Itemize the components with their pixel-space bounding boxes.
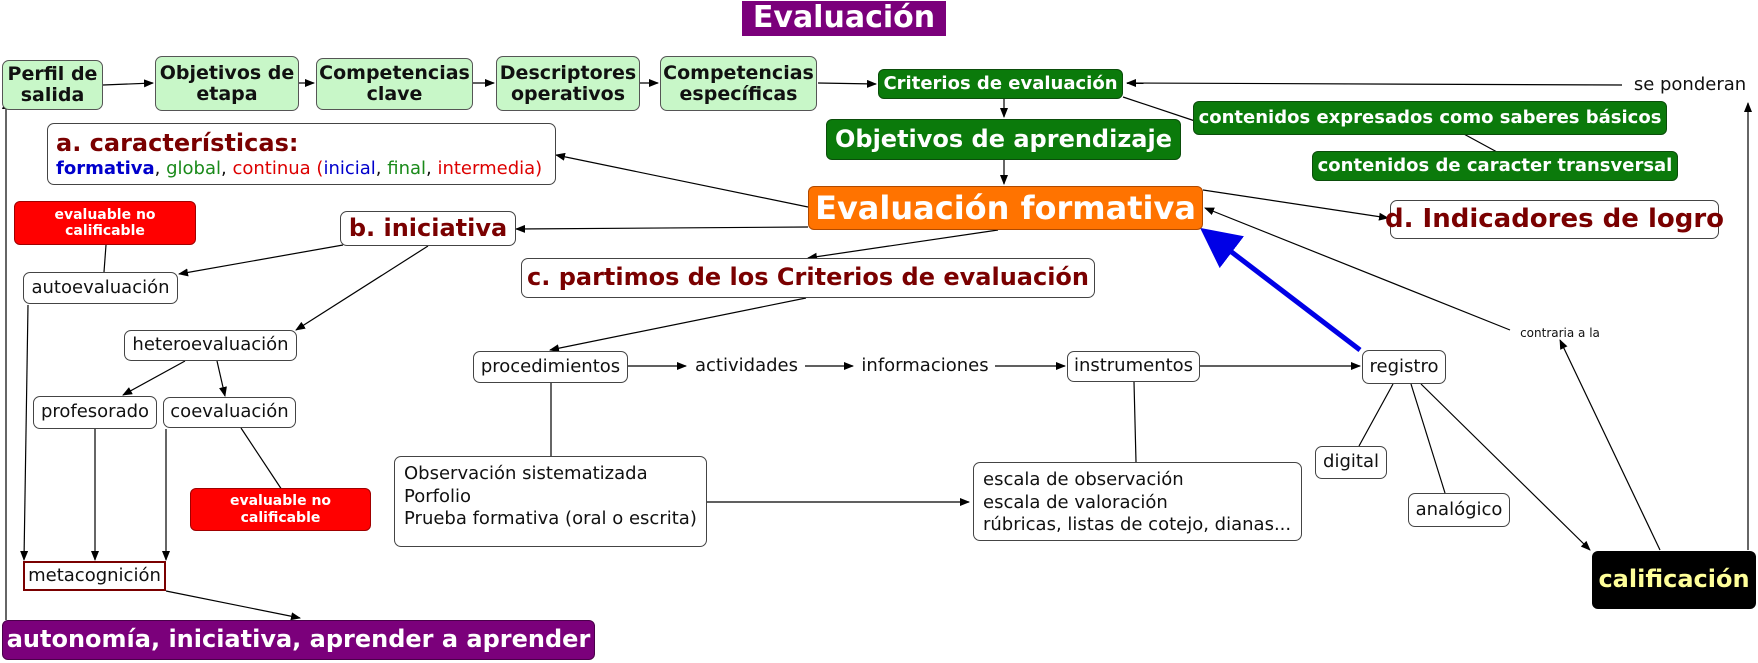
edge-metacognicion-autonomia	[165, 590, 301, 621]
instrumento-item: escala de valoración	[983, 491, 1168, 513]
contraria-a-la-label: contraria a la	[1520, 326, 1600, 341]
edge-iniciativa-heteroevaluacion	[295, 245, 429, 331]
edge-evaluable1-autoevaluacion	[103, 244, 107, 273]
evaluable-no-calificable-1: evaluable no calificable	[14, 201, 196, 245]
instrumentos-node: instrumentos	[1067, 351, 1200, 382]
page-title: Evaluación	[742, 1, 946, 36]
descriptores-operativos-node: Descriptores operativos	[496, 56, 640, 111]
edge-registro-evaluacion-blue	[1200, 227, 1362, 352]
instrumentos-lista-node: escala de observación escala de valoraci…	[973, 462, 1302, 541]
se-ponderan-label: se ponderan	[1633, 73, 1747, 95]
iniciativa-node: b. iniciativa	[340, 211, 516, 246]
edge-registro-calificacion	[1420, 383, 1591, 551]
actividades-label: actividades	[695, 354, 798, 376]
edge-iniciativa-autoevaluacion	[178, 244, 344, 277]
edge-contraria-evaluacion	[1204, 207, 1511, 331]
caract-formativa: formativa	[56, 158, 155, 179]
procedimientos-node: procedimientos	[473, 351, 628, 383]
edge-seponderan-criterios	[1126, 79, 1623, 88]
metacognicion-node: metacognición	[23, 561, 166, 591]
profesorado-node: profesorado	[33, 396, 157, 429]
instrumento-item: escala de observación	[983, 469, 1184, 490]
edge-evaluacion-indicadores	[1202, 189, 1389, 221]
edge-evaluacion-partimos	[807, 229, 999, 261]
procedimiento-item: Porfolio	[404, 485, 471, 507]
edge-registro-analogico	[1410, 383, 1446, 494]
heteroevaluacion-node: heteroevaluación	[124, 330, 297, 361]
analogico-node: analógico	[1408, 493, 1510, 527]
caracteristicas-list: formativa, global, continua (inicial, fi…	[56, 158, 543, 179]
caract-inicial: inicial	[323, 158, 376, 179]
perfil-de-salida-node: Perfil de salida	[2, 60, 103, 110]
objetivos-de-aprendizaje-node: Objetivos de aprendizaje	[826, 119, 1181, 160]
evaluable-no-calificable-2: evaluable no calificable	[190, 488, 371, 531]
edge-coevaluacion-evaluable2	[240, 427, 283, 491]
registro-node: registro	[1362, 350, 1446, 384]
procedimientos-lista-node: Observación sistematizada Porfolio Prueb…	[394, 456, 707, 547]
coevaluacion-node: coevaluación	[163, 397, 296, 428]
competencias-especificas-node: Competencias específicas	[660, 56, 817, 111]
edge-partimos-procedimientos	[549, 297, 807, 353]
edge-hetero-coevaluacion	[216, 360, 227, 397]
caract-intermedia: intermedia	[437, 158, 536, 179]
indicadores-de-logro-node: d. Indicadores de logro	[1385, 200, 1724, 239]
caract-final: final	[387, 158, 427, 179]
autoevaluacion-node: autoevaluación	[23, 272, 178, 304]
procedimiento-item: Observación sistematizada	[404, 463, 648, 484]
edge-instrumentos-lista	[1133, 381, 1137, 463]
edge-criterios-contenidos	[1122, 96, 1199, 123]
edge-hetero-profesorado	[122, 360, 186, 396]
objetivos-de-etapa-node: Objetivos de etapa	[155, 56, 299, 111]
informaciones-label: informaciones	[861, 354, 989, 376]
edge-evaluacion-iniciativa	[515, 224, 809, 233]
caract-global: global	[166, 158, 221, 179]
procedimiento-item: Prueba formativa (oral o escrita)	[404, 508, 697, 529]
digital-node: digital	[1315, 446, 1387, 479]
autonomia-node: autonomía, iniciativa, aprender a aprend…	[2, 620, 595, 660]
caract-continua: continua	[232, 158, 311, 179]
calificacion-node: calificación	[1592, 551, 1756, 609]
edge-saberes-transversal	[1461, 132, 1498, 153]
contenidos-saberes-node: contenidos expresados como saberes básic…	[1193, 101, 1667, 135]
edge-autoevaluacion-metacognicion	[20, 304, 29, 561]
criterios-de-evaluacion-node: Criterios de evaluación	[878, 69, 1123, 99]
caracteristicas-title: a. características:	[56, 129, 299, 157]
edge-evaluacion-caracteristicas	[555, 152, 809, 208]
evaluacion-formativa-node: Evaluación formativa	[808, 186, 1203, 230]
instrumento-item: rúbricas, listas de cotejo, dianas...	[983, 514, 1292, 535]
contenidos-transversal-node: contenidos de caracter transversal	[1312, 151, 1678, 181]
edge-especificas-criterios	[817, 79, 877, 88]
partimos-criterios-node: c. partimos de los Criterios de evaluaci…	[521, 258, 1095, 298]
edge-perfil-objetivos	[102, 79, 154, 88]
caracteristicas-node: a. características: formativa, global, c…	[47, 123, 556, 185]
edge-calificacion-contraria	[1559, 339, 1661, 551]
edge-registro-digital	[1358, 383, 1394, 447]
competencias-clave-node: Competencias clave	[316, 58, 473, 110]
